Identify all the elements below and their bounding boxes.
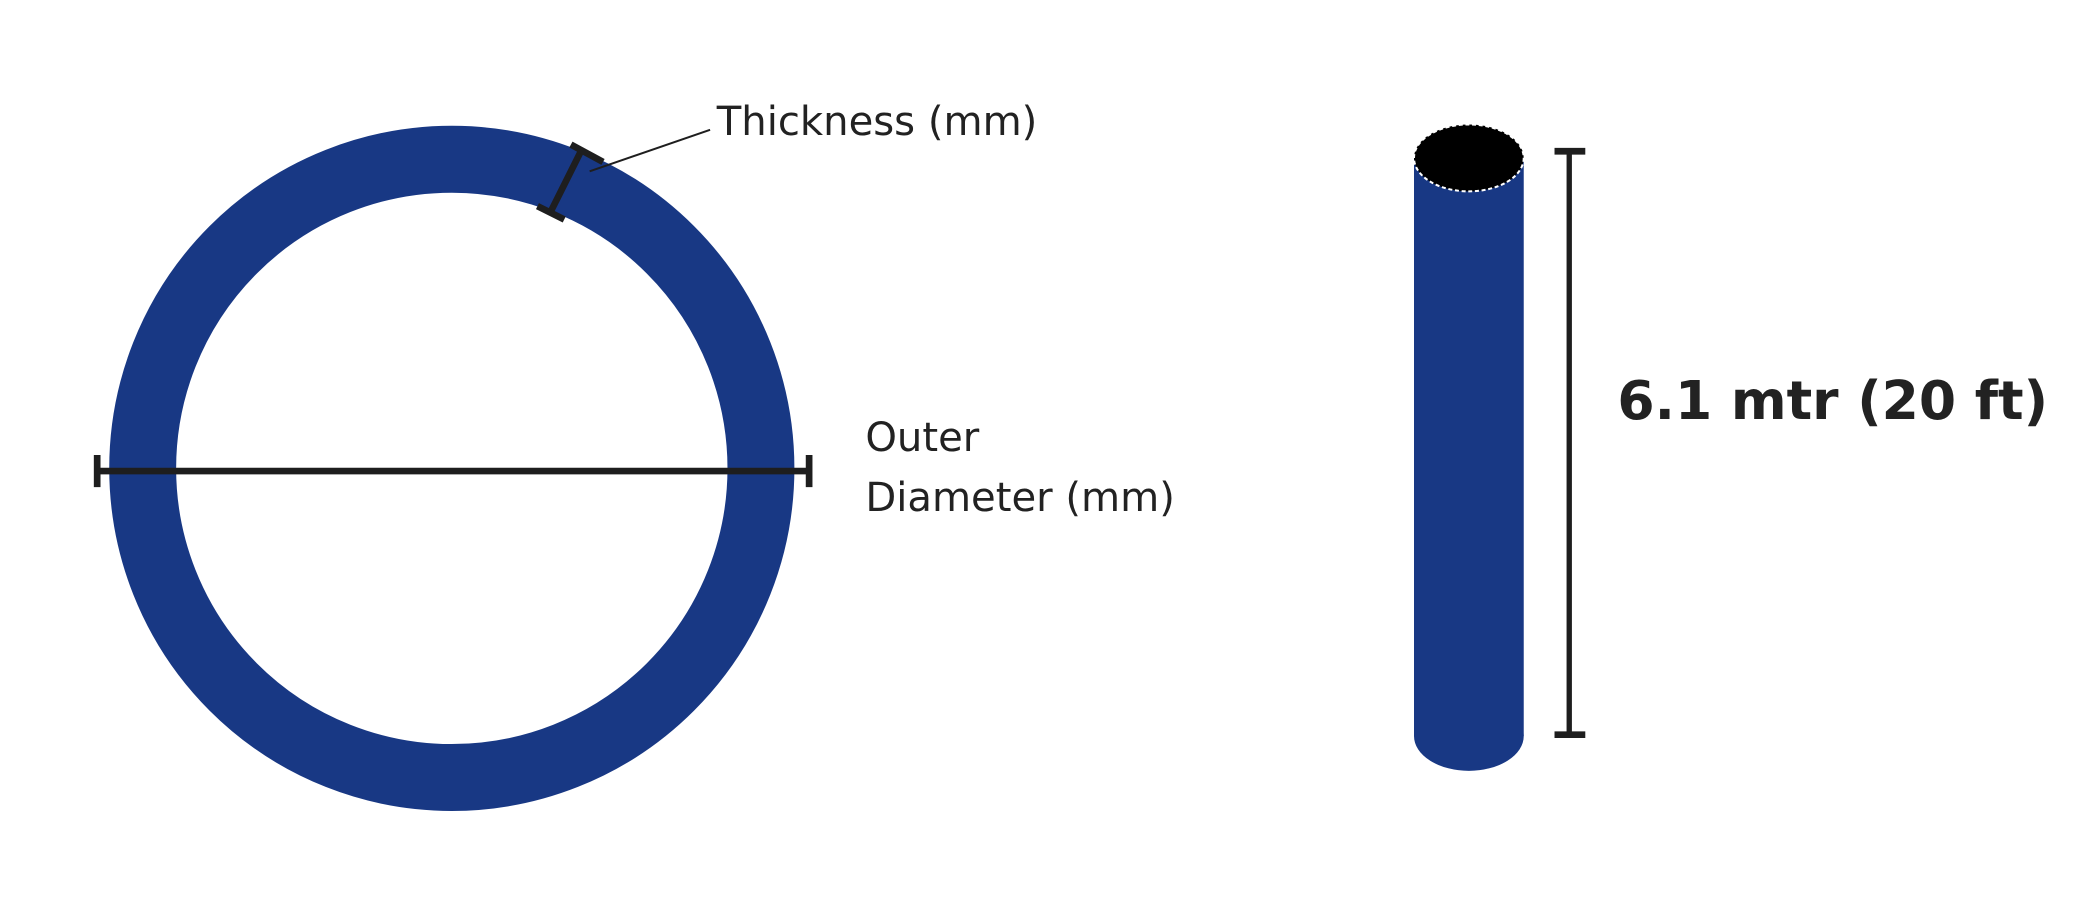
pipe-end-opening bbox=[1412, 123, 1525, 193]
pipe-length-label: 6.1 mtr (20 ft) bbox=[1617, 369, 2048, 432]
outer-diameter-dimension-line bbox=[93, 454, 813, 488]
thickness-dimension-marker bbox=[535, 128, 711, 223]
outer-diameter-label-line2: Diameter (mm) bbox=[865, 475, 1175, 521]
thickness-label: Thickness (mm) bbox=[716, 99, 1038, 145]
length-dimension-line bbox=[1554, 147, 1586, 739]
pipe-cylinder bbox=[1412, 123, 1525, 771]
outer-diameter-label-line1: Outer bbox=[865, 415, 979, 461]
